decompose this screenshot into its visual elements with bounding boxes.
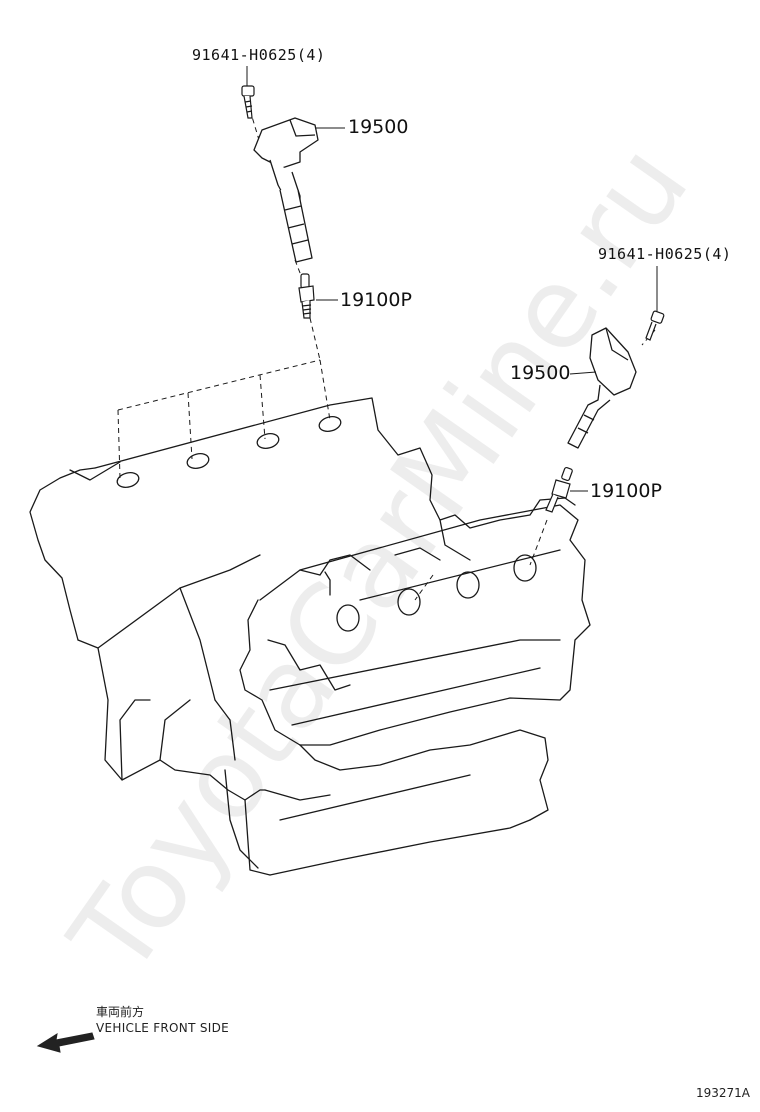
figure-id: 193271A <box>695 1086 750 1100</box>
label-bolt-right[interactable]: 91641-H0625(4) <box>598 245 732 263</box>
spark-plug-right <box>545 466 573 513</box>
leader-lines <box>117 109 656 601</box>
front-arrow-icon <box>36 1032 95 1053</box>
label-coil-right[interactable]: 19500 <box>510 362 571 384</box>
vehicle-front-label-jp: 車両前方 <box>96 1005 145 1019</box>
label-plug-right[interactable]: 19100P <box>590 480 662 502</box>
ignition-coil-upper <box>253 117 319 263</box>
bolt-right <box>645 310 665 341</box>
ignition-coil-right <box>567 327 637 449</box>
label-coil-upper[interactable]: 19500 <box>348 116 409 138</box>
bolt-upper <box>241 85 255 119</box>
label-bolt-upper[interactable]: 91641-H0625(4) <box>192 46 326 64</box>
spark-plug-upper <box>298 273 315 319</box>
right-bank-plug-holes <box>324 554 537 632</box>
left-bank-plug-holes <box>116 416 342 488</box>
engine-block <box>29 397 591 876</box>
label-pointers <box>246 66 658 492</box>
label-plug-upper[interactable]: 19100P <box>340 289 412 311</box>
vehicle-front-label-en: VEHICLE FRONT SIDE <box>96 1021 229 1035</box>
